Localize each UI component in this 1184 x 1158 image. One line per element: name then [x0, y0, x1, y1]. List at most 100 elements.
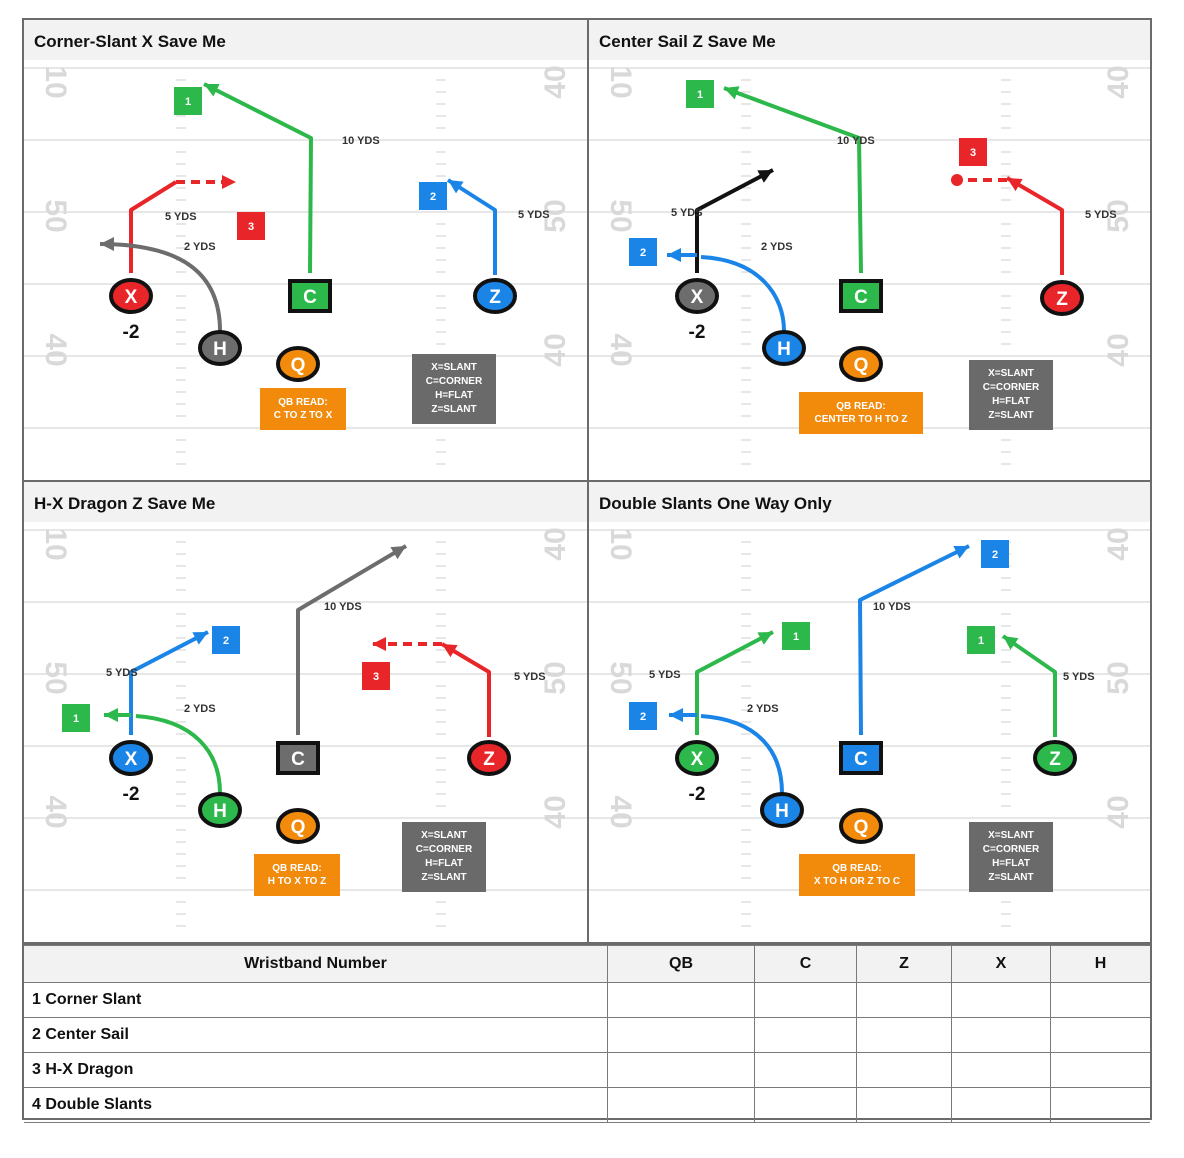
play-name-cell: 2 Center Sail — [24, 1017, 608, 1053]
read-number-box — [362, 662, 390, 690]
arrow-head — [667, 248, 681, 262]
h-cell[interactable] — [1050, 1087, 1150, 1123]
player-q — [276, 808, 320, 844]
player-q — [276, 346, 320, 382]
header-z: Z — [856, 945, 952, 983]
assignment-text: C=CORNER — [983, 844, 1040, 855]
header-qb: QB — [607, 945, 755, 983]
assignment-text: Z=SLANT — [988, 410, 1033, 421]
read-number: 3 — [970, 147, 976, 159]
player-h — [198, 330, 242, 366]
read-number: 2 — [640, 711, 646, 723]
arrow-head — [372, 637, 386, 651]
player-label: X — [125, 287, 138, 308]
route-line — [1005, 176, 1064, 275]
assignment-text: H=FLAT — [425, 858, 463, 869]
route-line — [1001, 634, 1057, 737]
z-cell[interactable] — [856, 982, 952, 1018]
route-yardage-label: 2 YDS — [184, 703, 216, 715]
player-label: Q — [854, 817, 869, 838]
route-yardage-label: 2 YDS — [184, 241, 216, 253]
route-line — [858, 544, 970, 736]
player-label: H — [213, 801, 227, 822]
qb-read-text: QB READ: — [278, 397, 327, 408]
route-yardage-label: 5 YDS — [1063, 671, 1095, 683]
qb-read-text: QB READ: — [832, 863, 881, 874]
player-c — [288, 279, 332, 313]
read-number-box — [686, 80, 714, 108]
x-cell[interactable] — [951, 1087, 1051, 1123]
x-cell[interactable] — [951, 1052, 1051, 1088]
player-label: H — [213, 339, 227, 360]
read-number: 3 — [373, 671, 379, 683]
field-number: 50 — [604, 199, 637, 232]
player-label: Z — [483, 749, 495, 770]
assignment-box — [969, 360, 1053, 430]
assignment-text: C=CORNER — [983, 382, 1040, 393]
route-line — [440, 642, 491, 737]
x-depth-label: -2 — [123, 322, 140, 343]
field-number: 40 — [1102, 333, 1135, 366]
player-z — [467, 740, 511, 776]
z-cell[interactable] — [856, 1017, 952, 1053]
read-number-box — [981, 540, 1009, 568]
player-label: X — [691, 749, 704, 770]
play-title: Center Sail Z Save Me — [589, 20, 1150, 60]
field-number: 10 — [604, 527, 637, 560]
z-cell[interactable] — [856, 1052, 952, 1088]
player-h — [198, 792, 242, 828]
read-number-box — [629, 702, 657, 730]
h-cell[interactable] — [1050, 1017, 1150, 1053]
route-yardage-label: 5 YDS — [649, 669, 681, 681]
qb-cell[interactable] — [607, 1087, 755, 1123]
h-cell[interactable] — [1050, 1052, 1150, 1088]
player-label: Q — [291, 355, 306, 376]
field-number: 40 — [604, 333, 637, 366]
route-yardage-label: 10 YDS — [873, 601, 911, 613]
route-yardage-label: 2 YDS — [747, 703, 779, 715]
h-cell[interactable] — [1050, 982, 1150, 1018]
route-line — [296, 544, 408, 735]
assignment-text: X=SLANT — [988, 830, 1034, 841]
z-cell[interactable] — [856, 1087, 952, 1123]
route-line — [99, 242, 222, 332]
x-cell[interactable] — [951, 1017, 1051, 1053]
qb-cell[interactable] — [607, 982, 755, 1018]
arrow-head — [1003, 636, 1019, 650]
player-label: C — [291, 749, 305, 770]
c-cell[interactable] — [754, 1087, 857, 1123]
player-label: X — [691, 287, 704, 308]
x-depth-label: -2 — [689, 784, 706, 805]
c-cell[interactable] — [754, 982, 857, 1018]
table-header-row: Wristband Number QB C Z X H — [24, 945, 1150, 983]
player-h — [760, 792, 804, 828]
arrow-head — [100, 237, 114, 251]
field-number: 10 — [39, 65, 72, 98]
field-number: 50 — [1102, 199, 1135, 232]
arrow-head — [724, 86, 740, 100]
read-number: 2 — [992, 549, 998, 561]
read-number: 2 — [430, 191, 436, 203]
read-number-box — [419, 182, 447, 210]
player-label: Z — [1049, 749, 1061, 770]
x-cell[interactable] — [951, 982, 1051, 1018]
read-number-box — [174, 87, 202, 115]
c-cell[interactable] — [754, 1017, 857, 1053]
player-z — [1033, 740, 1077, 776]
qb-read-box — [799, 392, 923, 434]
read-number: 2 — [223, 635, 229, 647]
assignment-text: H=FLAT — [435, 390, 473, 401]
route-yardage-label: 5 YDS — [1085, 209, 1117, 221]
c-cell[interactable] — [754, 1052, 857, 1088]
assignment-text: X=SLANT — [421, 830, 467, 841]
qb-cell[interactable] — [607, 1052, 755, 1088]
assignment-text: H=FLAT — [992, 858, 1030, 869]
qb-cell[interactable] — [607, 1017, 755, 1053]
play-name-cell: 3 H-X Dragon — [24, 1052, 608, 1088]
